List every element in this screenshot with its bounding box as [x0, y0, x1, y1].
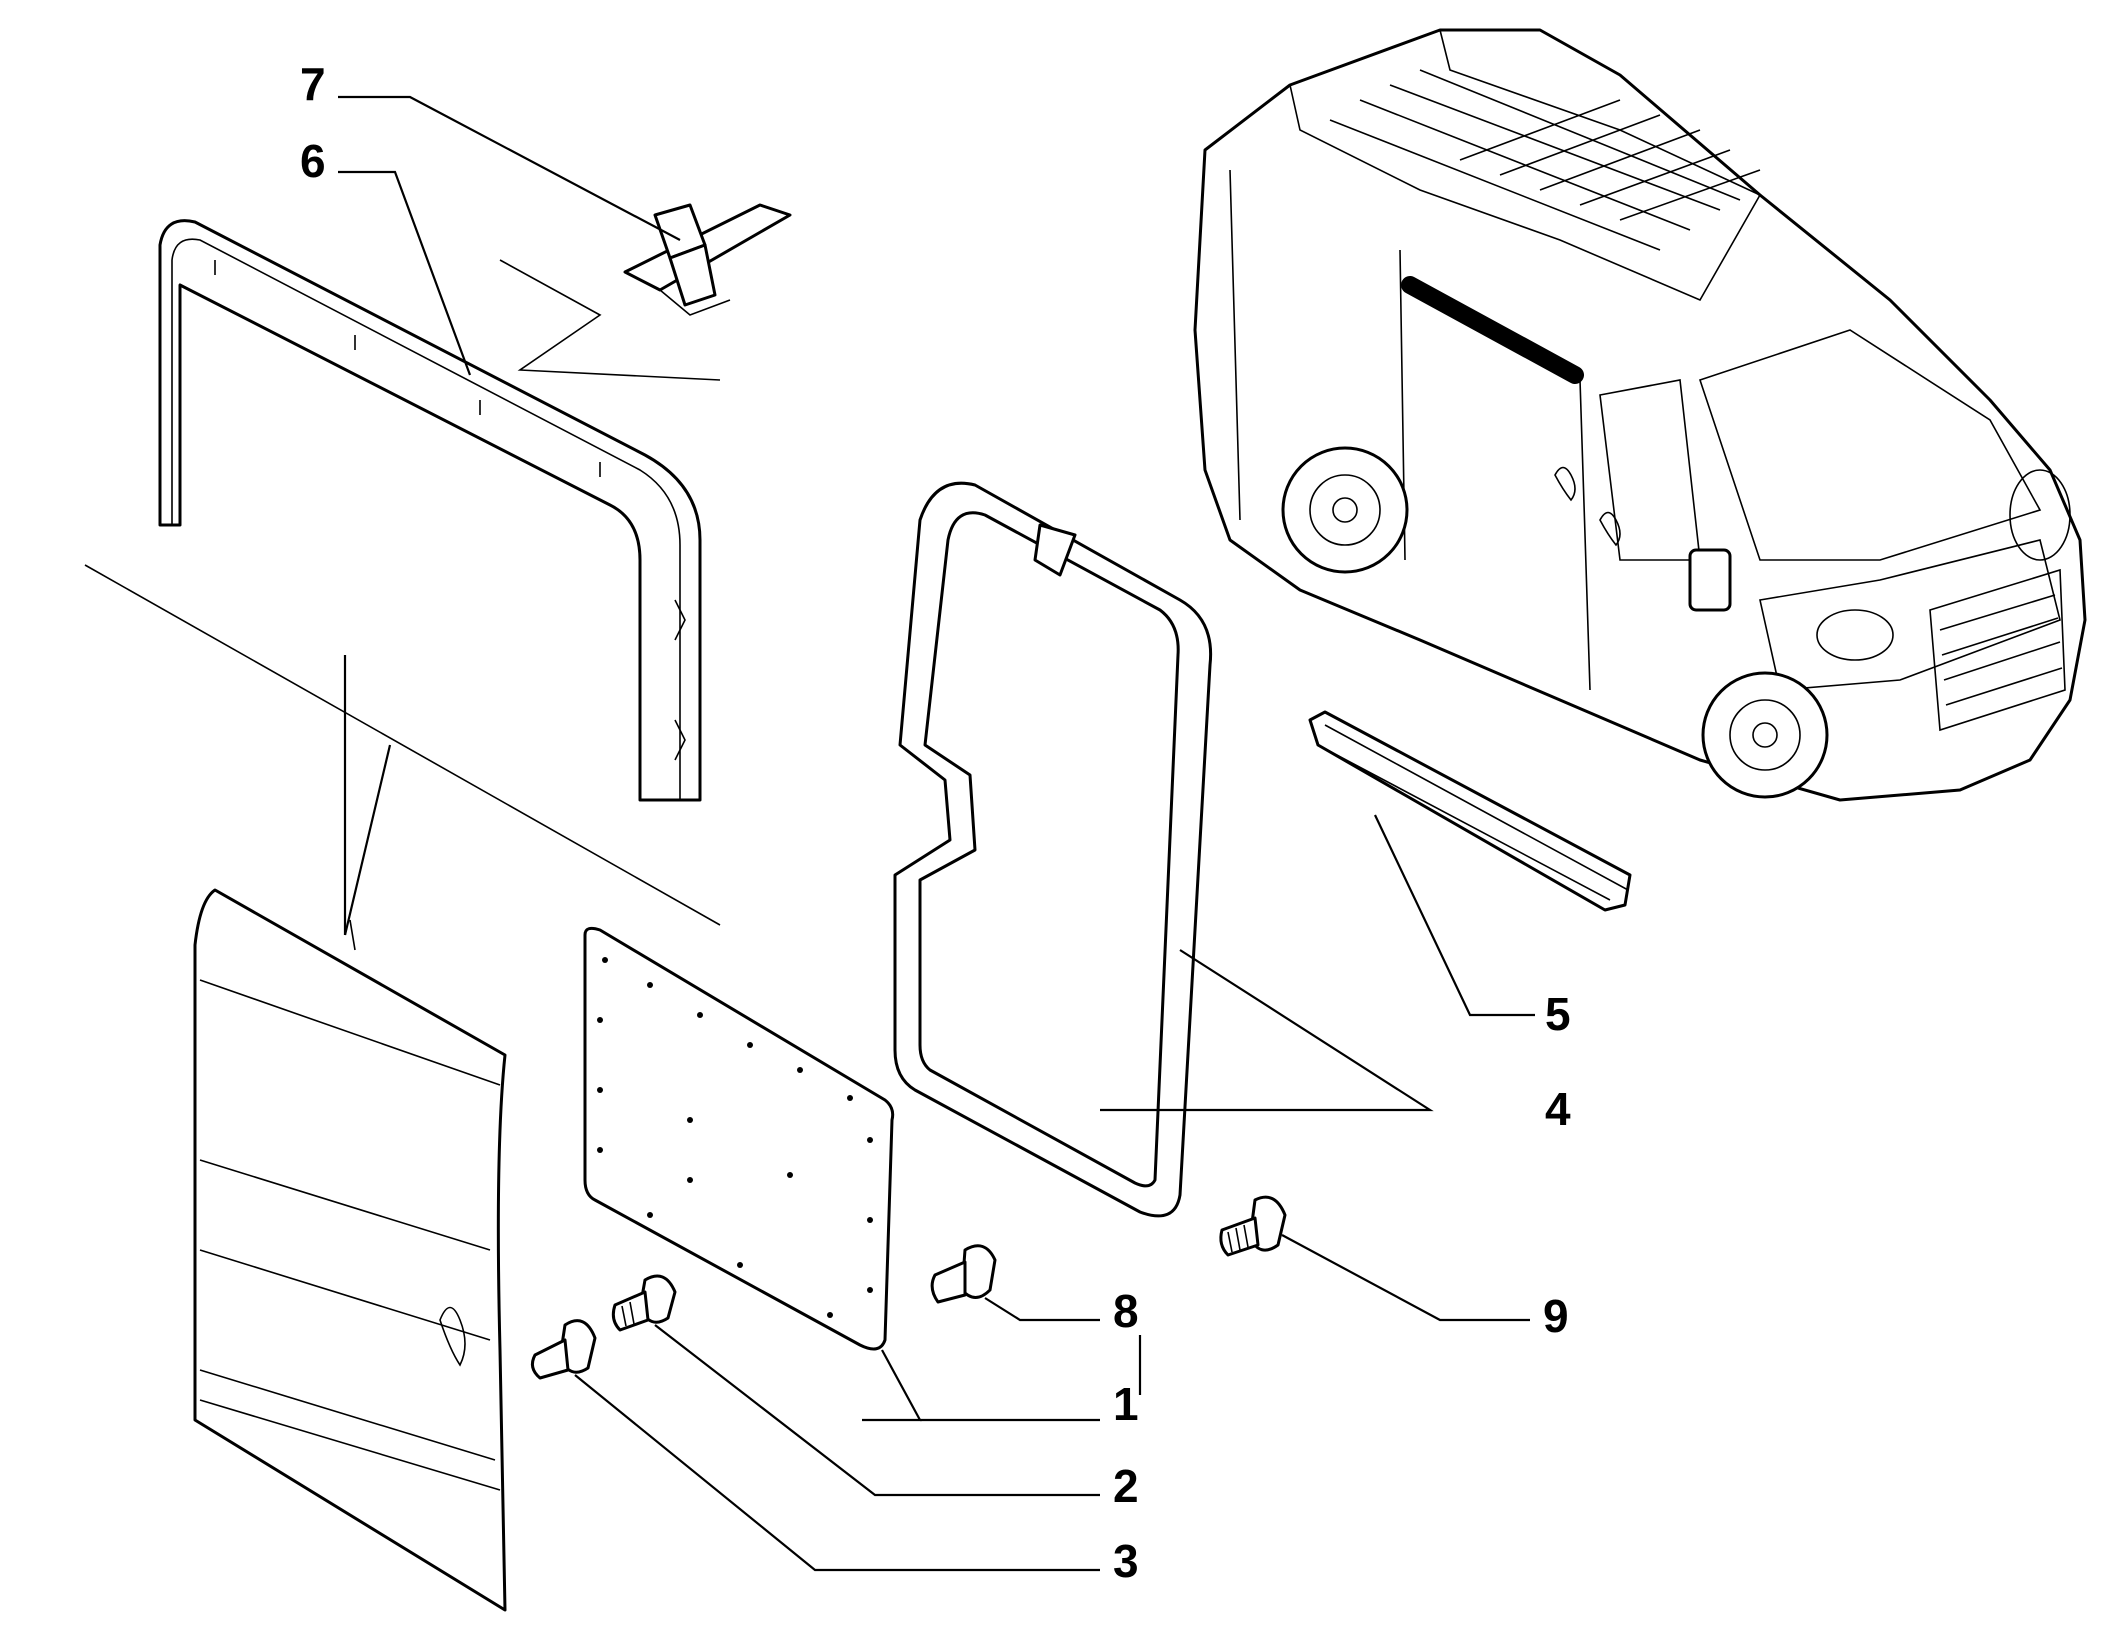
- sliding-door-panel: [193, 888, 507, 1612]
- callout-9: 9: [1543, 1290, 1569, 1342]
- part-9-push-clip: [1219, 1195, 1287, 1257]
- callout-8: 8: [1113, 1285, 1139, 1337]
- leader-lines: [338, 95, 1535, 1572]
- callout-labels: 7 6 5 4 8 9 1 2 3: [300, 58, 1571, 1587]
- part-7-clip: [623, 203, 792, 316]
- callout-7: 7: [300, 58, 326, 110]
- callout-1: 1: [1113, 1378, 1139, 1430]
- part-5-lower-slide-rail: [1308, 710, 1632, 912]
- part-8-rubber-buffer: [930, 1244, 997, 1304]
- highlighted-sliding-door-slide: [1401, 276, 1584, 384]
- construction-lines: [84, 259, 721, 951]
- part-3-rubber-stop: [530, 1319, 597, 1380]
- callout-4: 4: [1545, 1083, 1571, 1135]
- part-2-screw: [611, 1274, 677, 1332]
- part-4-door-seal: [893, 481, 1213, 1218]
- callout-6: 6: [300, 135, 326, 187]
- callout-2: 2: [1113, 1460, 1139, 1512]
- part-1-inner-panel: [583, 926, 895, 1351]
- van-overview-illustration: [1193, 28, 2087, 802]
- callout-5: 5: [1545, 988, 1571, 1040]
- callout-3: 3: [1113, 1535, 1139, 1587]
- part-6-upper-guide-rail: [158, 219, 702, 802]
